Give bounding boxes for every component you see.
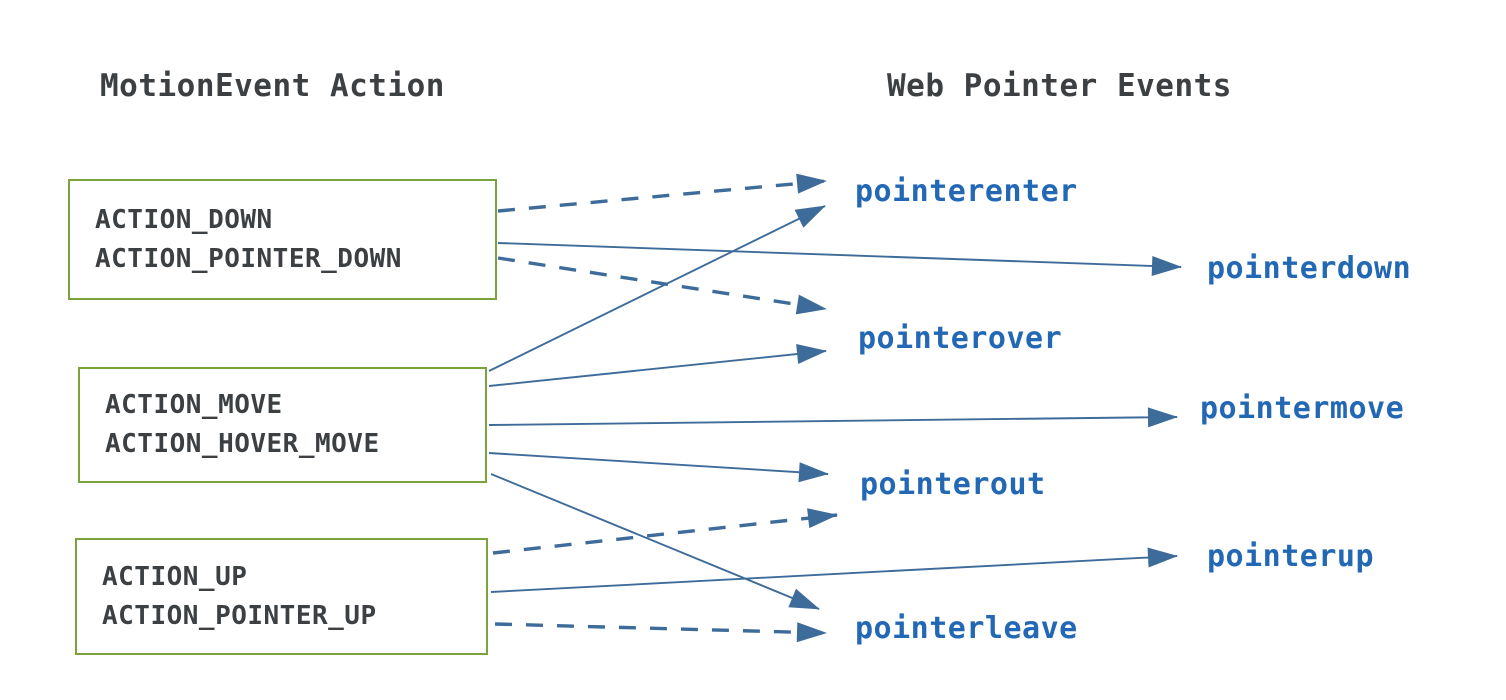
- action-hover-move-label: ACTION_HOVER_MOVE: [105, 429, 380, 459]
- arrow-move-to-pointerout: [488, 452, 829, 483]
- arrow-up-to-pointerout: [492, 508, 838, 555]
- arrow-move-to-pointerleave: [490, 473, 820, 610]
- arrow-move-to-pointermove: [488, 407, 1178, 428]
- action-down-label: ACTION_DOWN: [95, 204, 273, 235]
- event-pointerdown: pointerdown: [1207, 251, 1412, 286]
- action-move-box: ACTION_MOVE ACTION_HOVER_MOVE: [78, 367, 487, 483]
- action-up-box: ACTION_UP ACTION_POINTER_UP: [75, 538, 488, 655]
- arrow-down-to-pointerenter: [497, 173, 827, 213]
- action-up-label: ACTION_UP: [102, 561, 248, 592]
- event-pointerup: pointerup: [1207, 539, 1375, 574]
- action-pointer-down-label: ACTION_POINTER_DOWN: [95, 243, 402, 274]
- event-pointerenter: pointerenter: [855, 174, 1078, 209]
- left-column-header: MotionEvent Action: [100, 68, 445, 104]
- right-column-header: Web Pointer Events: [887, 68, 1232, 104]
- event-pointermove: pointermove: [1200, 391, 1405, 426]
- arrow-up-to-pointerleave: [494, 622, 827, 643]
- event-pointerover: pointerover: [858, 321, 1063, 356]
- event-pointerleave: pointerleave: [855, 611, 1078, 646]
- action-pointer-up-label: ACTION_POINTER_UP: [102, 600, 377, 631]
- action-down-box: ACTION_DOWN ACTION_POINTER_DOWN: [68, 179, 497, 300]
- event-pointerout: pointerout: [860, 467, 1046, 502]
- action-move-label: ACTION_MOVE: [105, 390, 283, 420]
- arrow-down-to-pointerover: [497, 256, 827, 315]
- arrow-move-to-pointerenter: [488, 205, 826, 372]
- arrow-down-to-pointerdown: [497, 242, 1182, 276]
- arrow-move-to-pointerover: [488, 344, 827, 387]
- arrow-up-to-pointerup: [490, 547, 1178, 593]
